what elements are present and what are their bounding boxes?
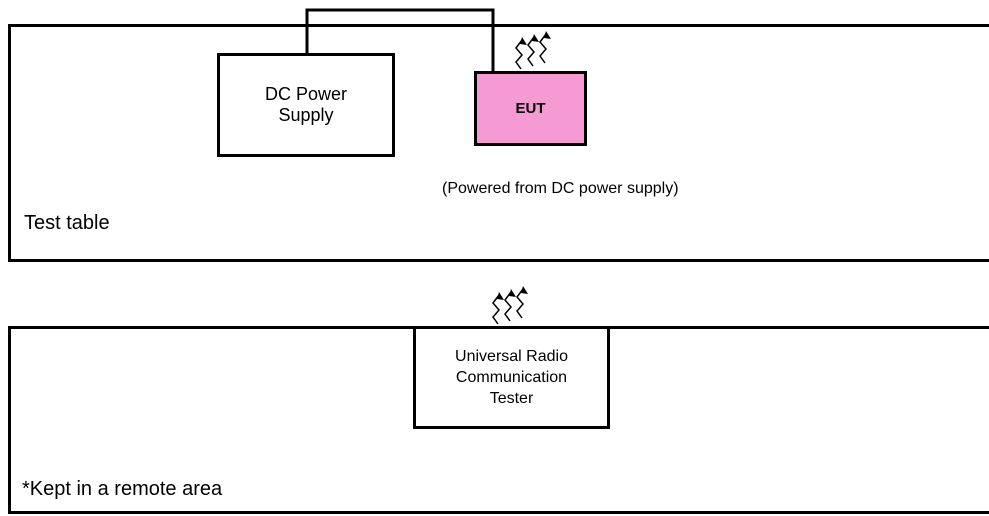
test-table-label: Test table bbox=[24, 212, 110, 234]
eut-power-note: (Powered from DC power supply) bbox=[442, 180, 679, 197]
dc-power-supply-box: DC Power Supply bbox=[217, 53, 395, 157]
radio-tester-label-line3: Tester bbox=[489, 390, 534, 407]
dc-power-supply-label-line1: DC Power bbox=[264, 84, 348, 104]
radio-tester-label-line2: Communication bbox=[455, 369, 568, 386]
radio-tester-label-line1: Universal Radio bbox=[455, 348, 568, 365]
radio-tester-box: Universal Radio Communication Tester bbox=[413, 326, 610, 429]
remote-area-label: *Kept in a remote area bbox=[22, 478, 223, 500]
eut-box: EUT bbox=[474, 71, 587, 146]
eut-label: EUT bbox=[515, 100, 546, 117]
dc-power-supply-label-line2: Supply bbox=[278, 105, 334, 125]
